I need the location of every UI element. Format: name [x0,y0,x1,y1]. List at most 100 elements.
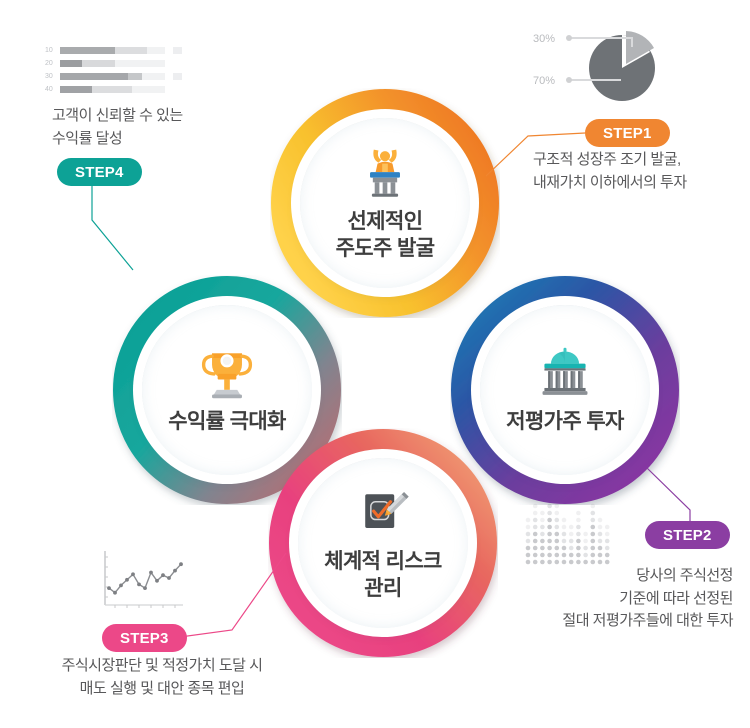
matrix-dot [532,517,538,523]
matrix-dot [576,510,581,516]
matrix-dot [568,538,574,544]
matrix-dot [568,531,574,537]
bar-fill-secondary [128,73,142,80]
matrix-dot [597,552,603,558]
matrix-dot [604,531,610,537]
matrix-dot [590,503,596,509]
matrix-dot [547,531,552,537]
matrix-dot [547,517,552,523]
matrix-dot [532,559,538,565]
matrix-dot [525,517,531,523]
matrix-dot [525,559,531,565]
matrix-dot [561,545,567,551]
circle-node-left[interactable]: 수익률 극대화 [112,275,342,505]
bar-fill [60,73,128,80]
circle-node-right[interactable]: 저평가주 투자 [450,275,680,505]
circle-title-left: 수익률 극대화 [168,410,286,434]
matrix-dot [525,524,531,530]
matrix-dot [561,559,567,565]
bar-track [60,73,165,80]
matrix-dot [554,510,560,516]
bank-building-icon [542,347,588,395]
matrix-dot [561,531,567,537]
matrix-dot [583,538,588,544]
matrix-dot [547,524,552,530]
matrix-dot [576,545,581,551]
circle-title-top: 선제적인 주도주 발굴 [335,209,435,260]
matrix-dot [540,524,545,530]
matrix-dot [576,517,581,523]
matrix-dot [540,510,545,516]
matrix-dot [525,552,531,558]
circle-node-bottom[interactable]: 체계적 리스크 관리 [268,428,498,658]
step-badge-2[interactable]: STEP2 [645,521,730,549]
matrix-dot [547,538,552,544]
matrix-dot [547,559,552,565]
matrix-dot [590,545,596,551]
matrix-dot [604,545,610,551]
matrix-dot [590,538,596,544]
bar-row: 40 [45,85,182,94]
matrix-dot [532,545,538,551]
circle-inner-left: 수익률 극대화 [142,305,312,475]
matrix-dot [547,503,552,509]
circle-inner-bottom: 체계적 리스크 관리 [298,458,468,628]
bar-label: 10 [45,47,53,54]
circle-node-top[interactable]: 선제적인 주도주 발굴 [270,88,500,318]
matrix-dot [590,517,596,523]
bar-chart-graphic: 10 20 30 40 [45,46,182,98]
bar-marker [173,73,182,80]
matrix-dot [547,510,552,516]
matrix-dot [532,538,538,544]
matrix-dot [532,503,538,509]
step-badge-4[interactable]: STEP4 [57,158,142,186]
matrix-dot [554,552,560,558]
matrix-dot [597,545,603,551]
step-badge-1[interactable]: STEP1 [585,119,670,147]
bar-fill [60,60,82,67]
matrix-dot [597,517,603,523]
bar-track [60,86,165,93]
pie-chart-graphic: 30% 70% [527,18,677,115]
matrix-dot [532,531,538,537]
bar-fill-secondary [92,86,132,93]
matrix-dot [525,538,531,544]
circle-inner-right: 저평가주 투자 [480,305,650,475]
matrix-dot [540,545,545,551]
matrix-dot [597,538,603,544]
matrix-dot [554,545,560,551]
matrix-dot [540,559,545,565]
step-description-1: 구조적 성장주 조기 발굴, 내재가치 이하에서의 투자 [533,151,687,191]
podium-winner-icon [370,149,400,197]
bar-row: 30 [45,72,182,81]
matrix-dot [597,531,603,537]
matrix-dot [583,552,588,558]
bar-row: 20 [45,59,182,68]
matrix-dot [554,524,560,530]
trophy-icon [201,353,253,399]
matrix-dot [576,524,581,530]
bar-label: 20 [45,60,53,67]
bar-fill-secondary [82,60,115,67]
bar-fill [60,47,115,54]
matrix-dot [547,545,552,551]
pie-label-30: 30% [533,33,555,45]
matrix-dot [554,531,560,537]
bar-fill [60,86,92,93]
matrix-dot [568,524,574,530]
matrix-dot [583,531,588,537]
matrix-dot [604,552,610,558]
matrix-dot [540,538,545,544]
step-description-2: 당사의 주식선정 기준에 따라 선정된 절대 저평가주들에 대한 투자 [562,567,733,629]
matrix-dot [532,524,538,530]
matrix-dot [568,545,574,551]
circle-inner-top: 선제적인 주도주 발굴 [300,118,470,288]
checklist-pencil-icon [365,491,409,528]
circle-title-right: 저평가주 투자 [506,410,624,434]
step-badge-3[interactable]: STEP3 [102,624,187,652]
matrix-dot [576,531,581,537]
matrix-dot [554,559,560,565]
matrix-dot [604,524,610,530]
matrix-dot [590,524,596,530]
